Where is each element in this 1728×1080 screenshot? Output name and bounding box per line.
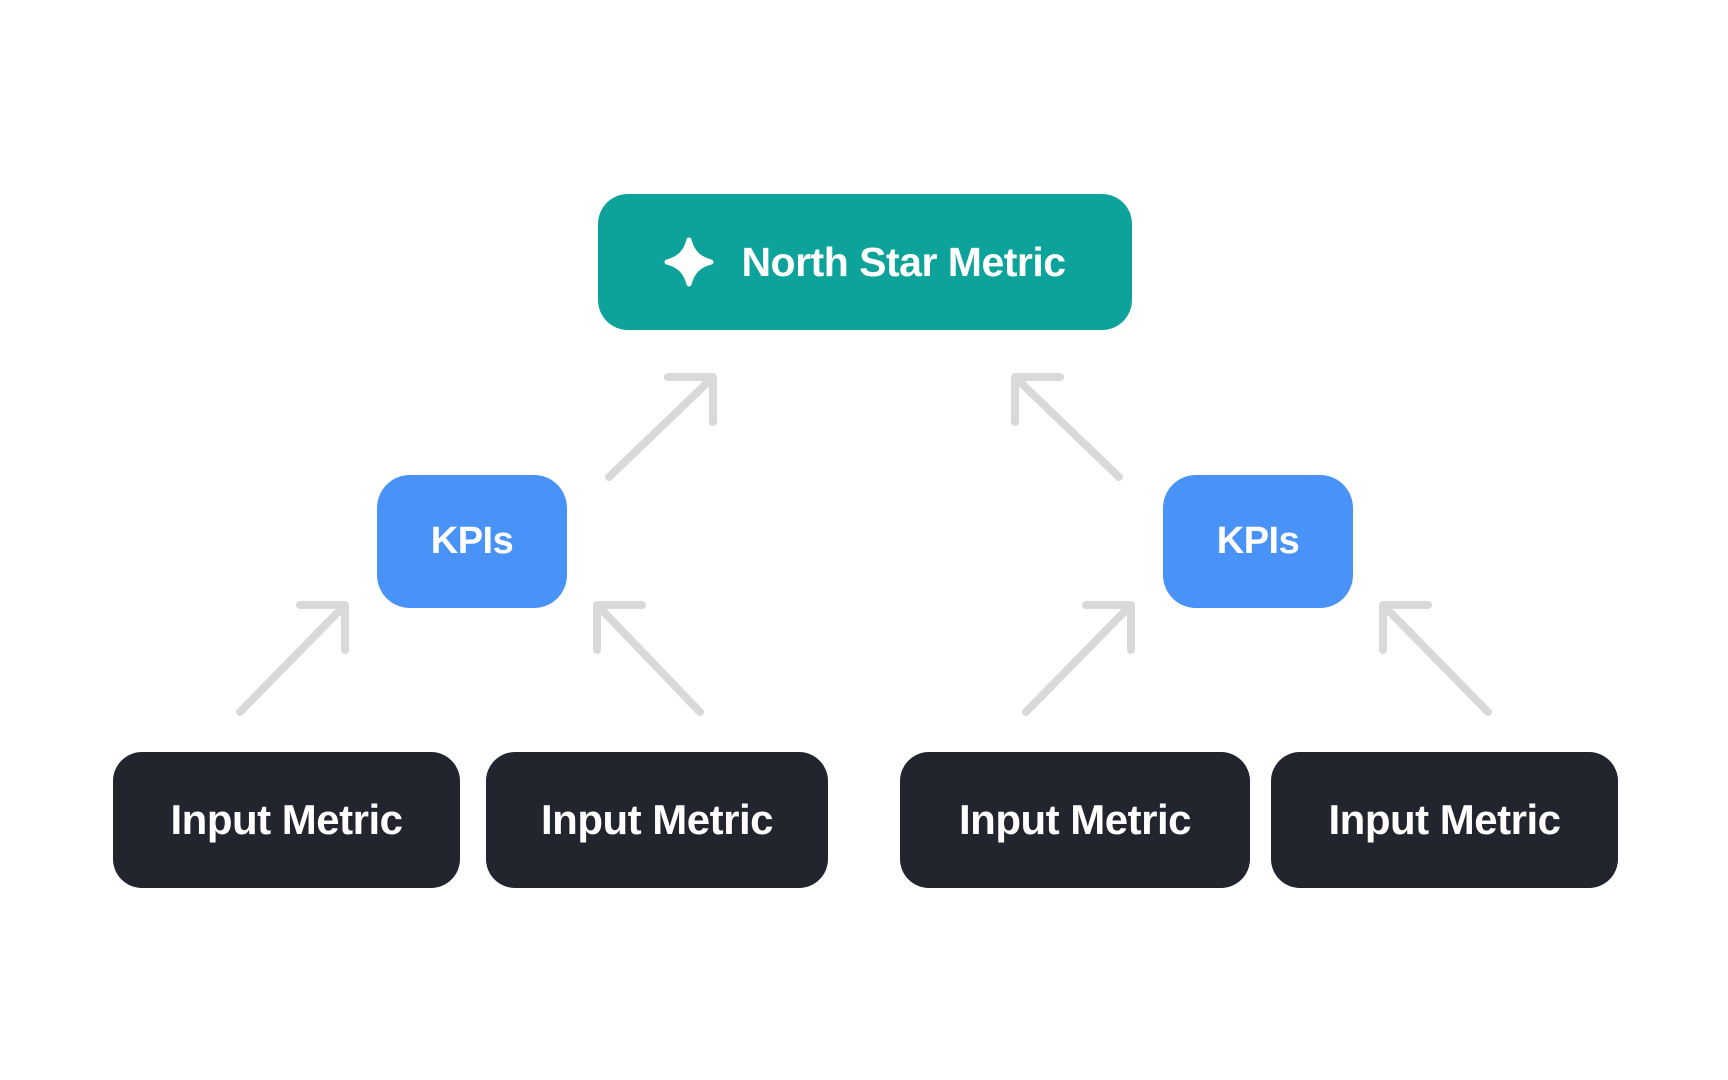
kpi-node-left: KPIs — [377, 475, 567, 608]
input-metric-node-2: Input Metric — [486, 752, 828, 888]
sparkle-icon — [664, 237, 714, 287]
input-metric-label: Input Metric — [1328, 796, 1562, 843]
input-metric-label: Input Metric — [541, 796, 774, 843]
input-metric-label: Input Metric — [959, 796, 1192, 843]
input-metric-node-3: Input Metric — [900, 752, 1250, 888]
kpi-label: KPIs — [1216, 520, 1300, 562]
input-metric-label: Input Metric — [170, 796, 404, 843]
arrow-input-3-to-kpi-right — [1022, 601, 1135, 716]
input-metric-node-1: Input Metric — [113, 752, 460, 888]
arrow-kpi-right-to-north-star — [1011, 373, 1123, 481]
arrow-kpi-left-to-north-star — [605, 373, 717, 481]
input-metric-node-4: Input Metric — [1271, 752, 1618, 888]
north-star-metric-node: North Star Metric — [598, 194, 1132, 330]
arrow-input-2-to-kpi-left — [593, 601, 704, 716]
kpi-node-right: KPIs — [1163, 475, 1353, 608]
kpi-label: KPIs — [430, 520, 514, 562]
north-star-metric-label: North Star Metric — [741, 238, 1066, 285]
arrow-input-1-to-kpi-left — [236, 601, 349, 716]
arrow-input-4-to-kpi-right — [1379, 601, 1492, 716]
